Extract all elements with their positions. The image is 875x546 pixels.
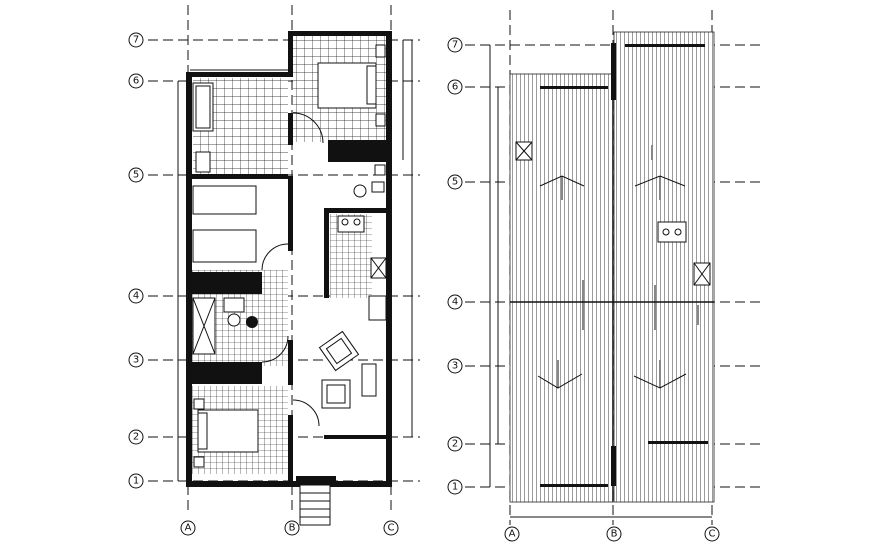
roof-row-label: 5 xyxy=(452,177,458,188)
roof-plan-row-bubbles: 7 6 5 4 3 2 1 xyxy=(447,37,463,495)
roof-row-label: 4 xyxy=(452,297,458,308)
roof-column-label: A xyxy=(509,529,516,540)
roof-column-label: B xyxy=(611,529,618,540)
floor-plan-column-bubbles: A B C xyxy=(180,520,399,536)
roof-row-label: 7 xyxy=(452,40,458,51)
roof-panel-left xyxy=(509,73,614,503)
floor-plan-row-bubbles: 7 6 5 4 3 2 1 xyxy=(128,32,144,489)
roof-row-label: 1 xyxy=(452,482,458,493)
roof-row-label: 6 xyxy=(452,82,458,93)
floor-row-label: 7 xyxy=(133,35,139,46)
dining-set xyxy=(353,164,386,198)
floor-row-label: 3 xyxy=(133,355,139,366)
floor-row-label: 4 xyxy=(133,291,139,302)
floor-plan-dimensions xyxy=(177,40,413,481)
floor-column-label: B xyxy=(289,523,296,534)
doors xyxy=(261,112,324,427)
floor-row-label: 2 xyxy=(133,432,139,443)
roof-plan: 7 6 5 4 3 2 1 A B C xyxy=(447,10,760,542)
roof-vents xyxy=(515,141,711,286)
roof-plan-dimensions xyxy=(489,45,712,518)
entrance-steps xyxy=(299,484,331,526)
bed-top xyxy=(317,44,386,127)
roof-column-label: C xyxy=(709,529,716,540)
floor-row-label: 6 xyxy=(133,76,139,87)
kitchen-fixtures xyxy=(337,215,387,321)
closets xyxy=(192,185,258,355)
roof-row-label: 3 xyxy=(452,361,458,372)
bed-bottom xyxy=(193,398,259,468)
roof-slope-arrows xyxy=(537,145,699,389)
floor-row-label: 1 xyxy=(133,476,139,487)
roof-plan-edges xyxy=(540,43,708,487)
floor-column-label: A xyxy=(185,523,192,534)
roof-row-label: 2 xyxy=(452,439,458,450)
floor-row-label: 5 xyxy=(133,170,139,181)
floor-column-label: C xyxy=(388,523,395,534)
bathroom-fixtures xyxy=(192,82,214,173)
roof-plan-column-bubbles: A B C xyxy=(504,526,720,542)
living-room-furniture xyxy=(318,330,377,409)
floor-plan: 7 6 5 4 3 2 1 A B C xyxy=(128,5,420,536)
floor-plan-walls xyxy=(186,31,392,487)
